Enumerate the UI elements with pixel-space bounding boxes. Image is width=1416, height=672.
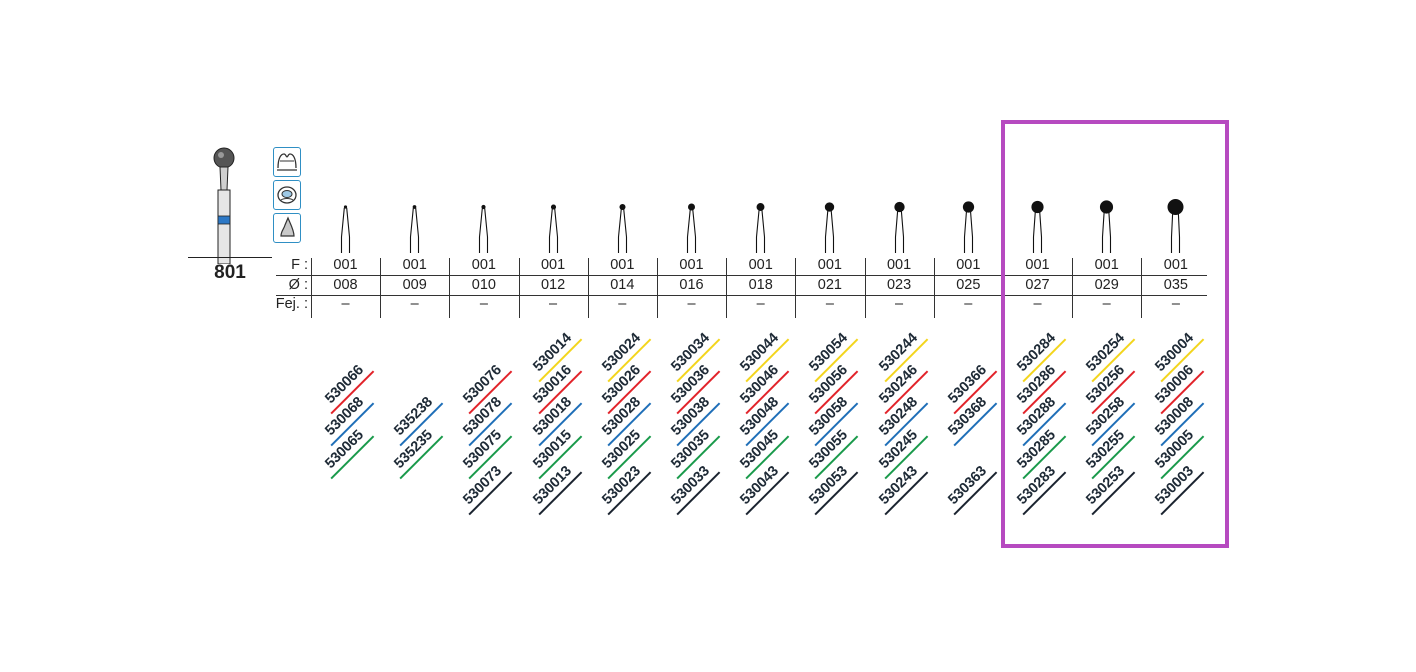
cell-f: 001: [886, 257, 912, 273]
cell-f: 001: [333, 257, 358, 273]
cell-f: 001: [1094, 257, 1119, 273]
cell-f: 001: [956, 257, 981, 273]
cell-fej: –: [549, 296, 558, 312]
cell-diameter: 027: [1025, 277, 1050, 293]
cell-fej: –: [895, 296, 904, 312]
cell-fej: –: [756, 296, 765, 312]
column-divider: [795, 258, 797, 318]
column-divider: [380, 258, 382, 318]
cell-fej: –: [1033, 296, 1042, 312]
column-divider: [864, 258, 866, 318]
order-code-text: 530363: [945, 463, 990, 508]
cell-fej: –: [479, 296, 488, 312]
cell-fej: –: [341, 296, 350, 312]
cell-f: 001: [817, 257, 842, 273]
column-divider: [933, 258, 935, 318]
tooth-root-icon: [273, 213, 301, 243]
bur-head-icon: [893, 201, 905, 253]
column-divider: [449, 258, 451, 318]
order-code: 530363: [941, 459, 998, 516]
bur-head-icon: [410, 205, 420, 253]
cell-f: 001: [679, 257, 704, 273]
cell-diameter: 018: [748, 277, 773, 293]
bur-head-icon: [825, 202, 835, 253]
bur-head-icon: [962, 201, 974, 253]
cell-fej: –: [1102, 296, 1111, 312]
cell-f: 001: [471, 257, 496, 273]
row-label-fej: Fej. :: [275, 296, 308, 312]
column-divider: [518, 258, 520, 318]
cell-diameter: 021: [817, 277, 842, 293]
cell-f: 001: [610, 257, 635, 273]
column-divider: [587, 258, 589, 318]
cell-fej: –: [410, 296, 419, 312]
cell-fej: –: [1171, 296, 1180, 312]
cell-diameter: 012: [540, 277, 566, 293]
cell-f: 001: [540, 257, 566, 273]
bur-head-icon: [617, 203, 627, 253]
cell-fej: –: [964, 296, 973, 312]
bur-head-icon: [340, 205, 351, 253]
bur-head-icon: [1100, 200, 1114, 253]
model-underline: [188, 257, 272, 258]
bur-head-icon: [479, 204, 489, 253]
model-number: 801: [214, 262, 246, 283]
cell-diameter: 008: [333, 277, 358, 293]
round-bur-drawing: [213, 147, 235, 264]
cell-fej: –: [618, 296, 627, 312]
row-label-f: F :: [291, 257, 308, 273]
bur-head-icon: [548, 204, 558, 253]
column-divider: [1141, 258, 1143, 318]
cell-f: 001: [1163, 257, 1188, 273]
bur-head-icon: [756, 203, 766, 253]
cell-diameter: 010: [471, 277, 496, 293]
highlight-box: [1001, 120, 1229, 548]
cell-diameter: 023: [886, 277, 912, 293]
cell-f: 001: [748, 257, 773, 273]
bur-head-icon: [1167, 199, 1184, 253]
bur-head-icon: [686, 203, 697, 253]
cell-diameter: 014: [610, 277, 635, 293]
bur-head-icon: [1031, 200, 1044, 253]
cell-fej: –: [825, 296, 834, 312]
crown-preparation-icon: [273, 147, 301, 177]
cell-f: 001: [402, 257, 427, 273]
cell-f: 001: [1025, 257, 1050, 273]
row-label-diameter: Ø :: [288, 277, 308, 293]
column-divider: [1072, 258, 1074, 318]
cell-diameter: 025: [956, 277, 981, 293]
cell-diameter: 009: [402, 277, 427, 293]
cell-diameter: 035: [1163, 277, 1188, 293]
cell-diameter: 016: [679, 277, 704, 293]
cell-diameter: 029: [1094, 277, 1119, 293]
column-divider: [657, 258, 658, 318]
column-divider: [726, 258, 728, 318]
cavity-preparation-icon: [273, 180, 301, 210]
table-rule-bottom: [276, 295, 1207, 296]
table-rule-top: [276, 275, 1207, 276]
cell-fej: –: [687, 296, 696, 312]
column-divider: [311, 258, 312, 318]
